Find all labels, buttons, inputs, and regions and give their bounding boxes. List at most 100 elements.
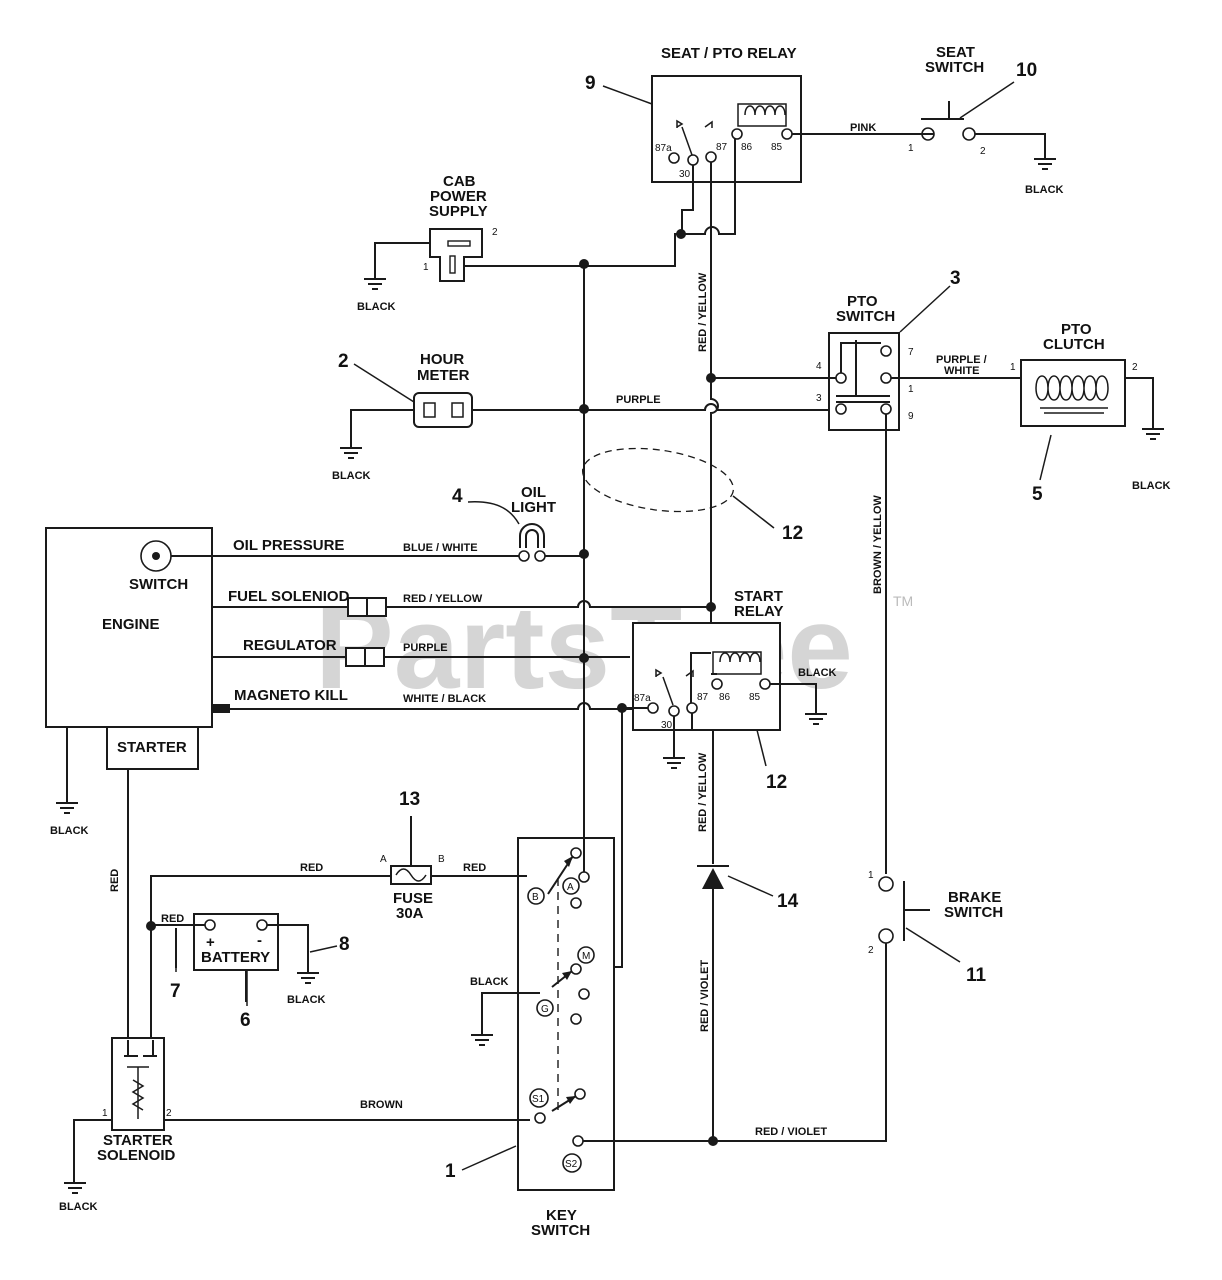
callout-11: 11 bbox=[966, 965, 987, 986]
svg-text:M: M bbox=[582, 951, 590, 962]
battery-label: BATTERY bbox=[201, 949, 270, 966]
cab-power-label-2: POWER bbox=[430, 188, 487, 205]
svg-text:85: 85 bbox=[771, 142, 783, 153]
engine-label: ENGINE bbox=[102, 616, 160, 633]
brake-switch-label-1: BRAKE bbox=[948, 889, 1001, 906]
wire-red-yellow-lower: RED / YELLOW bbox=[697, 752, 709, 832]
svg-text:1: 1 bbox=[908, 143, 914, 154]
starter-solenoid-label-1: STARTER bbox=[103, 1132, 173, 1149]
svg-text:2: 2 bbox=[492, 227, 498, 238]
seat-switch-label-2: SWITCH bbox=[925, 59, 984, 76]
svg-text:9: 9 bbox=[908, 411, 914, 422]
wire-red-violet-vertical: RED / VIOLET bbox=[699, 960, 711, 1032]
seat-switch: 1 2 bbox=[792, 101, 1056, 170]
brake-switch: 1 2 bbox=[713, 870, 930, 1142]
brake-switch-label-2: SWITCH bbox=[944, 904, 1003, 921]
oil-light-label-2: LIGHT bbox=[511, 499, 556, 516]
hour-meter-label-1: HOUR bbox=[420, 351, 464, 368]
wire-brown-yellow: BROWN / YELLOW bbox=[872, 495, 884, 594]
start-relay: 87a 30 87 86 85 bbox=[632, 622, 781, 731]
svg-text:S2: S2 bbox=[565, 1159, 578, 1170]
hour-meter bbox=[340, 392, 832, 459]
starter-label: STARTER bbox=[117, 739, 187, 756]
svg-text:87a: 87a bbox=[655, 143, 672, 154]
start-relay-label-1: START bbox=[734, 588, 783, 605]
fuse: A B bbox=[380, 816, 445, 885]
wire-red-yellow-fuel: RED / YELLOW bbox=[403, 593, 483, 605]
callout-4: 4 bbox=[452, 486, 463, 507]
battery-minus: - bbox=[257, 932, 262, 949]
svg-text:1: 1 bbox=[868, 870, 874, 881]
callout-3: 3 bbox=[950, 268, 961, 289]
engine bbox=[45, 527, 230, 814]
svg-text:85: 85 bbox=[749, 692, 761, 703]
svg-text:1: 1 bbox=[908, 384, 914, 395]
wire-red-fuse-a: RED bbox=[300, 862, 323, 874]
cab-power-label-1: CAB bbox=[443, 173, 476, 190]
wire-black-battery: BLACK bbox=[287, 994, 326, 1006]
wire-black-start: BLACK bbox=[798, 667, 837, 679]
fuse-label-2: 30A bbox=[396, 905, 424, 922]
callout-14: 14 bbox=[777, 891, 799, 912]
battery-plus: + bbox=[206, 934, 215, 951]
svg-text:30: 30 bbox=[661, 720, 673, 731]
wire-purple-white-2: WHITE bbox=[944, 365, 979, 377]
cab-power-supply: 2 1 bbox=[364, 227, 584, 290]
callout-1: 1 bbox=[445, 1161, 456, 1182]
diode bbox=[697, 865, 729, 1141]
wire-purple-regulator: PURPLE bbox=[403, 642, 448, 654]
seat-pto-relay-label: SEAT / PTO RELAY bbox=[661, 45, 797, 62]
svg-text:G: G bbox=[541, 1004, 549, 1015]
magneto-kill-label: MAGNETO KILL bbox=[234, 687, 348, 704]
svg-text:87: 87 bbox=[697, 692, 709, 703]
callout-13: 13 bbox=[399, 789, 420, 810]
wire-red-yellow-upper: RED / YELLOW bbox=[697, 272, 709, 352]
engine-switch-label: SWITCH bbox=[129, 576, 188, 593]
pto-clutch-label-2: CLUTCH bbox=[1043, 336, 1105, 353]
key-switch: B A M G S1 S2 bbox=[517, 837, 615, 1191]
callout-12b: 12 bbox=[766, 772, 787, 793]
wire-black-seat: BLACK bbox=[1025, 184, 1064, 196]
svg-text:7: 7 bbox=[908, 347, 914, 358]
svg-text:86: 86 bbox=[741, 142, 753, 153]
wire-pink: PINK bbox=[850, 122, 876, 134]
start-relay-label-2: RELAY bbox=[734, 603, 783, 620]
hour-meter-label-2: METER bbox=[417, 367, 470, 384]
svg-text:1: 1 bbox=[1010, 362, 1016, 373]
wire-black-engine: BLACK bbox=[50, 825, 89, 837]
svg-text:S1: S1 bbox=[532, 1094, 545, 1105]
callout-12a: 12 bbox=[782, 523, 803, 544]
callout-10: 10 bbox=[1016, 60, 1037, 81]
svg-text:B: B bbox=[438, 854, 445, 865]
callout-5: 5 bbox=[1032, 484, 1043, 505]
wire-red-violet: RED / VIOLET bbox=[755, 1126, 827, 1138]
svg-text:A: A bbox=[567, 882, 574, 893]
wire-black-cab: BLACK bbox=[357, 301, 396, 313]
svg-text:2: 2 bbox=[1132, 362, 1138, 373]
fuel-solenoid-label: FUEL SOLENIOD bbox=[228, 588, 350, 605]
svg-text:2: 2 bbox=[980, 146, 986, 157]
key-switch-label-2: SWITCH bbox=[531, 1222, 590, 1239]
oil-light-label-1: OIL bbox=[521, 484, 546, 501]
battery bbox=[151, 913, 319, 1002]
pto-switch-label-1: PTO bbox=[847, 293, 878, 310]
callout-2: 2 bbox=[338, 351, 349, 372]
wire-black-hour: BLACK bbox=[332, 470, 371, 482]
svg-text:30: 30 bbox=[679, 169, 691, 180]
pto-switch: 4 3 7 1 9 bbox=[816, 332, 914, 431]
wire-black-solenoid: BLACK bbox=[59, 1201, 98, 1213]
svg-text:3: 3 bbox=[816, 393, 822, 404]
svg-text:1: 1 bbox=[423, 262, 429, 273]
wire-black-key: BLACK bbox=[470, 976, 509, 988]
callout-8: 8 bbox=[339, 934, 350, 955]
pto-switch-label-2: SWITCH bbox=[836, 308, 895, 325]
wire-purple-white-1: PURPLE / bbox=[936, 354, 987, 366]
wire-purple-pto: PURPLE bbox=[616, 394, 661, 406]
watermark-trademark: TM bbox=[893, 593, 913, 609]
wire-black-clutch: BLACK bbox=[1132, 480, 1171, 492]
wire-red-starter: RED bbox=[109, 869, 121, 892]
key-switch-label-1: KEY bbox=[546, 1207, 577, 1224]
wire-blue-white: BLUE / WHITE bbox=[403, 542, 478, 554]
svg-text:2: 2 bbox=[166, 1108, 172, 1119]
svg-text:A: A bbox=[380, 854, 387, 865]
